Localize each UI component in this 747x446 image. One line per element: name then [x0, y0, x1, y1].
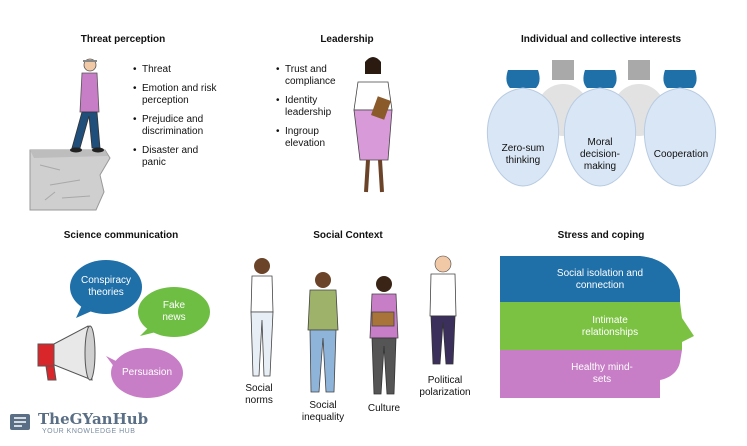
- threat-list: Threat Emotion and risk perception Preju…: [133, 64, 223, 176]
- logo-icon: [10, 414, 30, 430]
- list-item: Prejudice and discrimination: [133, 114, 223, 138]
- logo-tagline: YOUR KNOWLEDGE HUB: [42, 428, 136, 435]
- science-communication-title: Science communication: [63, 230, 179, 241]
- stress-coping-title: Stress and coping: [557, 230, 645, 241]
- leadership-list: Trust and compliance Identity leadership…: [276, 64, 346, 157]
- bulb-label-cooperation: Cooperation: [653, 149, 709, 160]
- logo-name: TheGYanHub: [38, 410, 149, 428]
- threat-perception-title: Threat perception: [80, 34, 166, 45]
- bulb-label-zero-sum: Zero-sum thinking: [501, 143, 545, 166]
- label-culture: Culture: [367, 403, 401, 414]
- list-item: Disaster and panic: [133, 145, 223, 169]
- list-item: Emotion and risk perception: [133, 83, 223, 107]
- bubble-conspiracy: Conspiracy theories: [80, 275, 132, 298]
- band-intimate-relationships: Intimate relationships: [581, 315, 639, 338]
- label-political-polarization: Political polarization: [419, 375, 471, 398]
- interests-title: Individual and collective interests: [520, 34, 682, 45]
- head-bands: [500, 256, 694, 398]
- bubble-fake-news: Fake news: [162, 300, 186, 323]
- bulb-label-moral: Moral decision-making: [579, 137, 621, 172]
- cliff-illustration: [29, 149, 111, 211]
- speech-bubbles: [70, 260, 210, 398]
- list-item: Threat: [133, 64, 223, 76]
- megaphone-icon: [37, 325, 96, 381]
- leader-figure: [353, 57, 393, 193]
- leadership-title: Leadership: [320, 34, 374, 45]
- social-people: [250, 255, 457, 395]
- list-item: Ingroup elevation: [276, 126, 346, 150]
- person-on-cliff: [70, 58, 104, 153]
- social-context-title: Social Context: [313, 230, 383, 241]
- bulbs-illustration: [486, 60, 717, 187]
- list-item: Identity leadership: [276, 95, 346, 119]
- band-social-isolation: Social isolation and connection: [556, 268, 644, 291]
- list-item: Trust and compliance: [276, 64, 346, 88]
- bubble-persuasion: Persuasion: [121, 367, 173, 378]
- band-healthy-mindsets: Healthy mind-sets: [571, 362, 633, 385]
- label-social-norms: Social norms: [245, 383, 273, 406]
- label-social-inequality: Social inequality: [301, 400, 345, 423]
